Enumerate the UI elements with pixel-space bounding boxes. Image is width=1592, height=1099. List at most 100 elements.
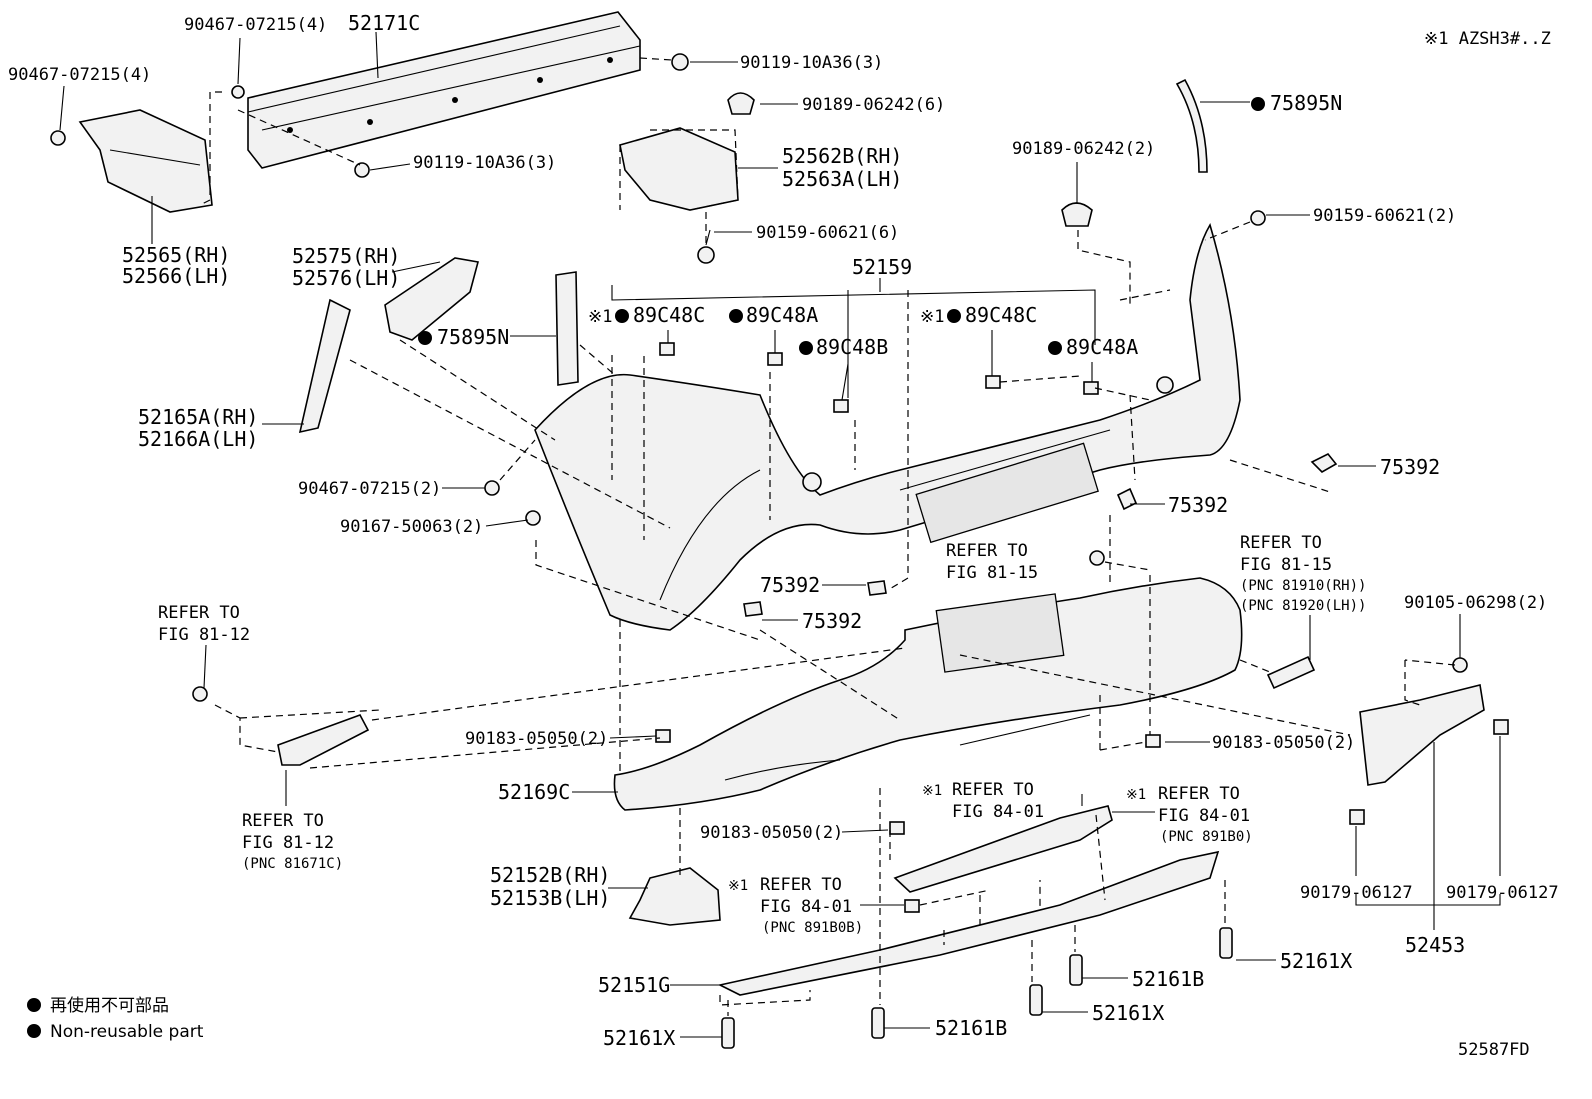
label-75895N-right: 75895N <box>1270 91 1342 115</box>
label-89C48C-b: 89C48C <box>965 303 1037 327</box>
label-52151G: 52151G <box>598 973 670 997</box>
label-52575: 52575(RH) <box>292 244 400 268</box>
label-89C48A-b: 89C48A <box>1066 335 1138 359</box>
skid-plate-52151G[interactable] <box>717 850 1220 996</box>
retainer-75392-c[interactable] <box>867 580 887 596</box>
bolt-refer-8115[interactable] <box>1089 550 1105 566</box>
tape-75895N-right[interactable] <box>1175 78 1208 173</box>
label-89C48A-a: 89C48A <box>746 303 818 327</box>
nut-90179-a[interactable] <box>1349 809 1365 825</box>
lower-bumper-52169C[interactable] <box>613 577 1243 811</box>
label-refer-8112-a1: REFER TO <box>158 603 240 623</box>
bolt-90159-right[interactable] <box>1250 210 1266 226</box>
label-52169C: 52169C <box>498 780 570 804</box>
label-52565: 52565(RH) <box>122 243 230 267</box>
label-52171C: 52171C <box>348 11 420 35</box>
label-90119-a: 90119-10A36(3) <box>740 53 883 73</box>
pin-52161B-a[interactable] <box>871 1007 885 1039</box>
legend-line-1: 再使用不可部品 <box>50 995 169 1016</box>
label-refer-8115-b1: REFER TO <box>1240 533 1322 553</box>
bolt-90119-top[interactable] <box>671 53 689 71</box>
label-52161B-a: 52161B <box>1132 967 1204 991</box>
label-refer-8112-a2: FIG 81-12 <box>158 625 250 645</box>
mark-8401-b: ※1 <box>1126 787 1146 803</box>
label-pnc-81671C: (PNC 81671C) <box>242 856 343 872</box>
strip-52165A[interactable] <box>298 298 351 434</box>
clip-89C48C-a[interactable] <box>659 342 675 356</box>
label-refer-8112-b1: REFER TO <box>242 811 324 831</box>
retainer-75392-b[interactable] <box>1116 487 1138 511</box>
bumper-cover-52159[interactable] <box>534 223 1241 631</box>
pin-52161X-a[interactable] <box>721 1017 735 1049</box>
bolt-refer-8112[interactable] <box>192 686 208 702</box>
header-note: ※1 AZSH3#..Z <box>1424 29 1551 49</box>
clip-90183-a[interactable] <box>655 729 671 743</box>
reflector-81671C[interactable] <box>277 714 370 766</box>
label-52165A: 52165A(RH) <box>138 405 258 429</box>
bolt-90159-top[interactable] <box>697 229 715 264</box>
label-refer-8401-c1: REFER TO <box>760 875 842 895</box>
label-pnc-81910: (PNC 81910(RH)) <box>1240 578 1366 594</box>
label-90467-c: 90467-07215(2) <box>298 479 441 499</box>
sensor-bracket-891B0[interactable] <box>893 805 1113 893</box>
bolt-90467-c[interactable] <box>484 480 500 496</box>
bolt-90467-a[interactable] <box>231 85 245 99</box>
tape-75895N-left[interactable] <box>555 271 579 386</box>
label-90167: 90167-50063(2) <box>340 517 483 537</box>
pin-52161X-b[interactable] <box>1029 984 1043 1016</box>
label-pnc-81920: (PNC 81920(LH)) <box>1240 598 1366 614</box>
retainer-75392-a[interactable] <box>1310 452 1338 473</box>
label-90105: 90105-06298(2) <box>1404 593 1547 613</box>
label-90467-b: 90467-07215(4) <box>8 65 151 85</box>
label-52166A: 52166A(LH) <box>138 427 258 451</box>
label-52152B: 52152B(RH) <box>490 863 610 887</box>
label-90179-a: 90179-06127 <box>1300 883 1413 903</box>
non-reusable-markers <box>27 97 1265 1038</box>
bracket-52453[interactable] <box>1359 684 1485 786</box>
clip-89C48B[interactable] <box>833 399 849 413</box>
clip-891B0B[interactable] <box>904 899 920 913</box>
mark-89C48C-a: ※1 <box>588 307 612 327</box>
label-90183-a: 90183-05050(2) <box>465 729 608 749</box>
reinforcement-bar-52171C[interactable] <box>247 11 641 169</box>
splash-52152B[interactable] <box>628 867 721 926</box>
clip-89C48C-b[interactable] <box>985 375 1001 389</box>
screw-90167[interactable] <box>525 510 541 526</box>
clip-90189-top[interactable] <box>727 92 755 115</box>
label-75392-c: 75392 <box>760 573 820 597</box>
label-refer-8401-b2: FIG 84-01 <box>1158 806 1250 826</box>
bracket-52562[interactable] <box>619 127 739 211</box>
nut-90179-b[interactable] <box>1493 719 1509 735</box>
legend-line-2: Non-reusable part <box>50 1022 204 1042</box>
clip-89C48A-b[interactable] <box>1083 381 1099 395</box>
clip-90189-right[interactable] <box>1061 202 1093 227</box>
clip-89C48A-a[interactable] <box>767 352 783 366</box>
pin-52161X-c[interactable] <box>1219 927 1233 959</box>
bracket-52575[interactable] <box>384 257 479 341</box>
bolt-90105[interactable] <box>1452 657 1468 673</box>
pin-52161B-b[interactable] <box>1069 954 1083 986</box>
reflector-81910[interactable] <box>1266 655 1316 690</box>
label-pnc-891B0B: (PNC 891B0B) <box>762 920 863 936</box>
clip-90183-c[interactable] <box>889 821 905 835</box>
label-refer-8401-c2: FIG 84-01 <box>760 897 852 917</box>
label-90179-b: 90179-06127 <box>1446 883 1559 903</box>
label-75392-a: 75392 <box>1380 455 1440 479</box>
label-52576: 52576(LH) <box>292 266 400 290</box>
label-52153B: 52153B(LH) <box>490 886 610 910</box>
bolt-90467-b[interactable] <box>50 130 66 146</box>
retainer-75392-d[interactable] <box>743 601 763 617</box>
label-refer-8401-b1: REFER TO <box>1158 784 1240 804</box>
label-52159: 52159 <box>852 255 912 279</box>
label-refer-8115-a1: REFER TO <box>946 541 1028 561</box>
label-75895N-left: 75895N <box>437 325 509 349</box>
clip-90183-b[interactable] <box>1145 734 1161 748</box>
bolt-90119-lower[interactable] <box>354 162 370 178</box>
label-52562: 52562B(RH) <box>782 144 902 168</box>
label-75392-b: 75392 <box>1168 493 1228 517</box>
label-52161B-b: 52161B <box>935 1016 1007 1040</box>
label-52566: 52566(LH) <box>122 264 230 288</box>
label-refer-8112-b2: FIG 81-12 <box>242 833 334 853</box>
bracket-52565[interactable] <box>78 109 213 213</box>
